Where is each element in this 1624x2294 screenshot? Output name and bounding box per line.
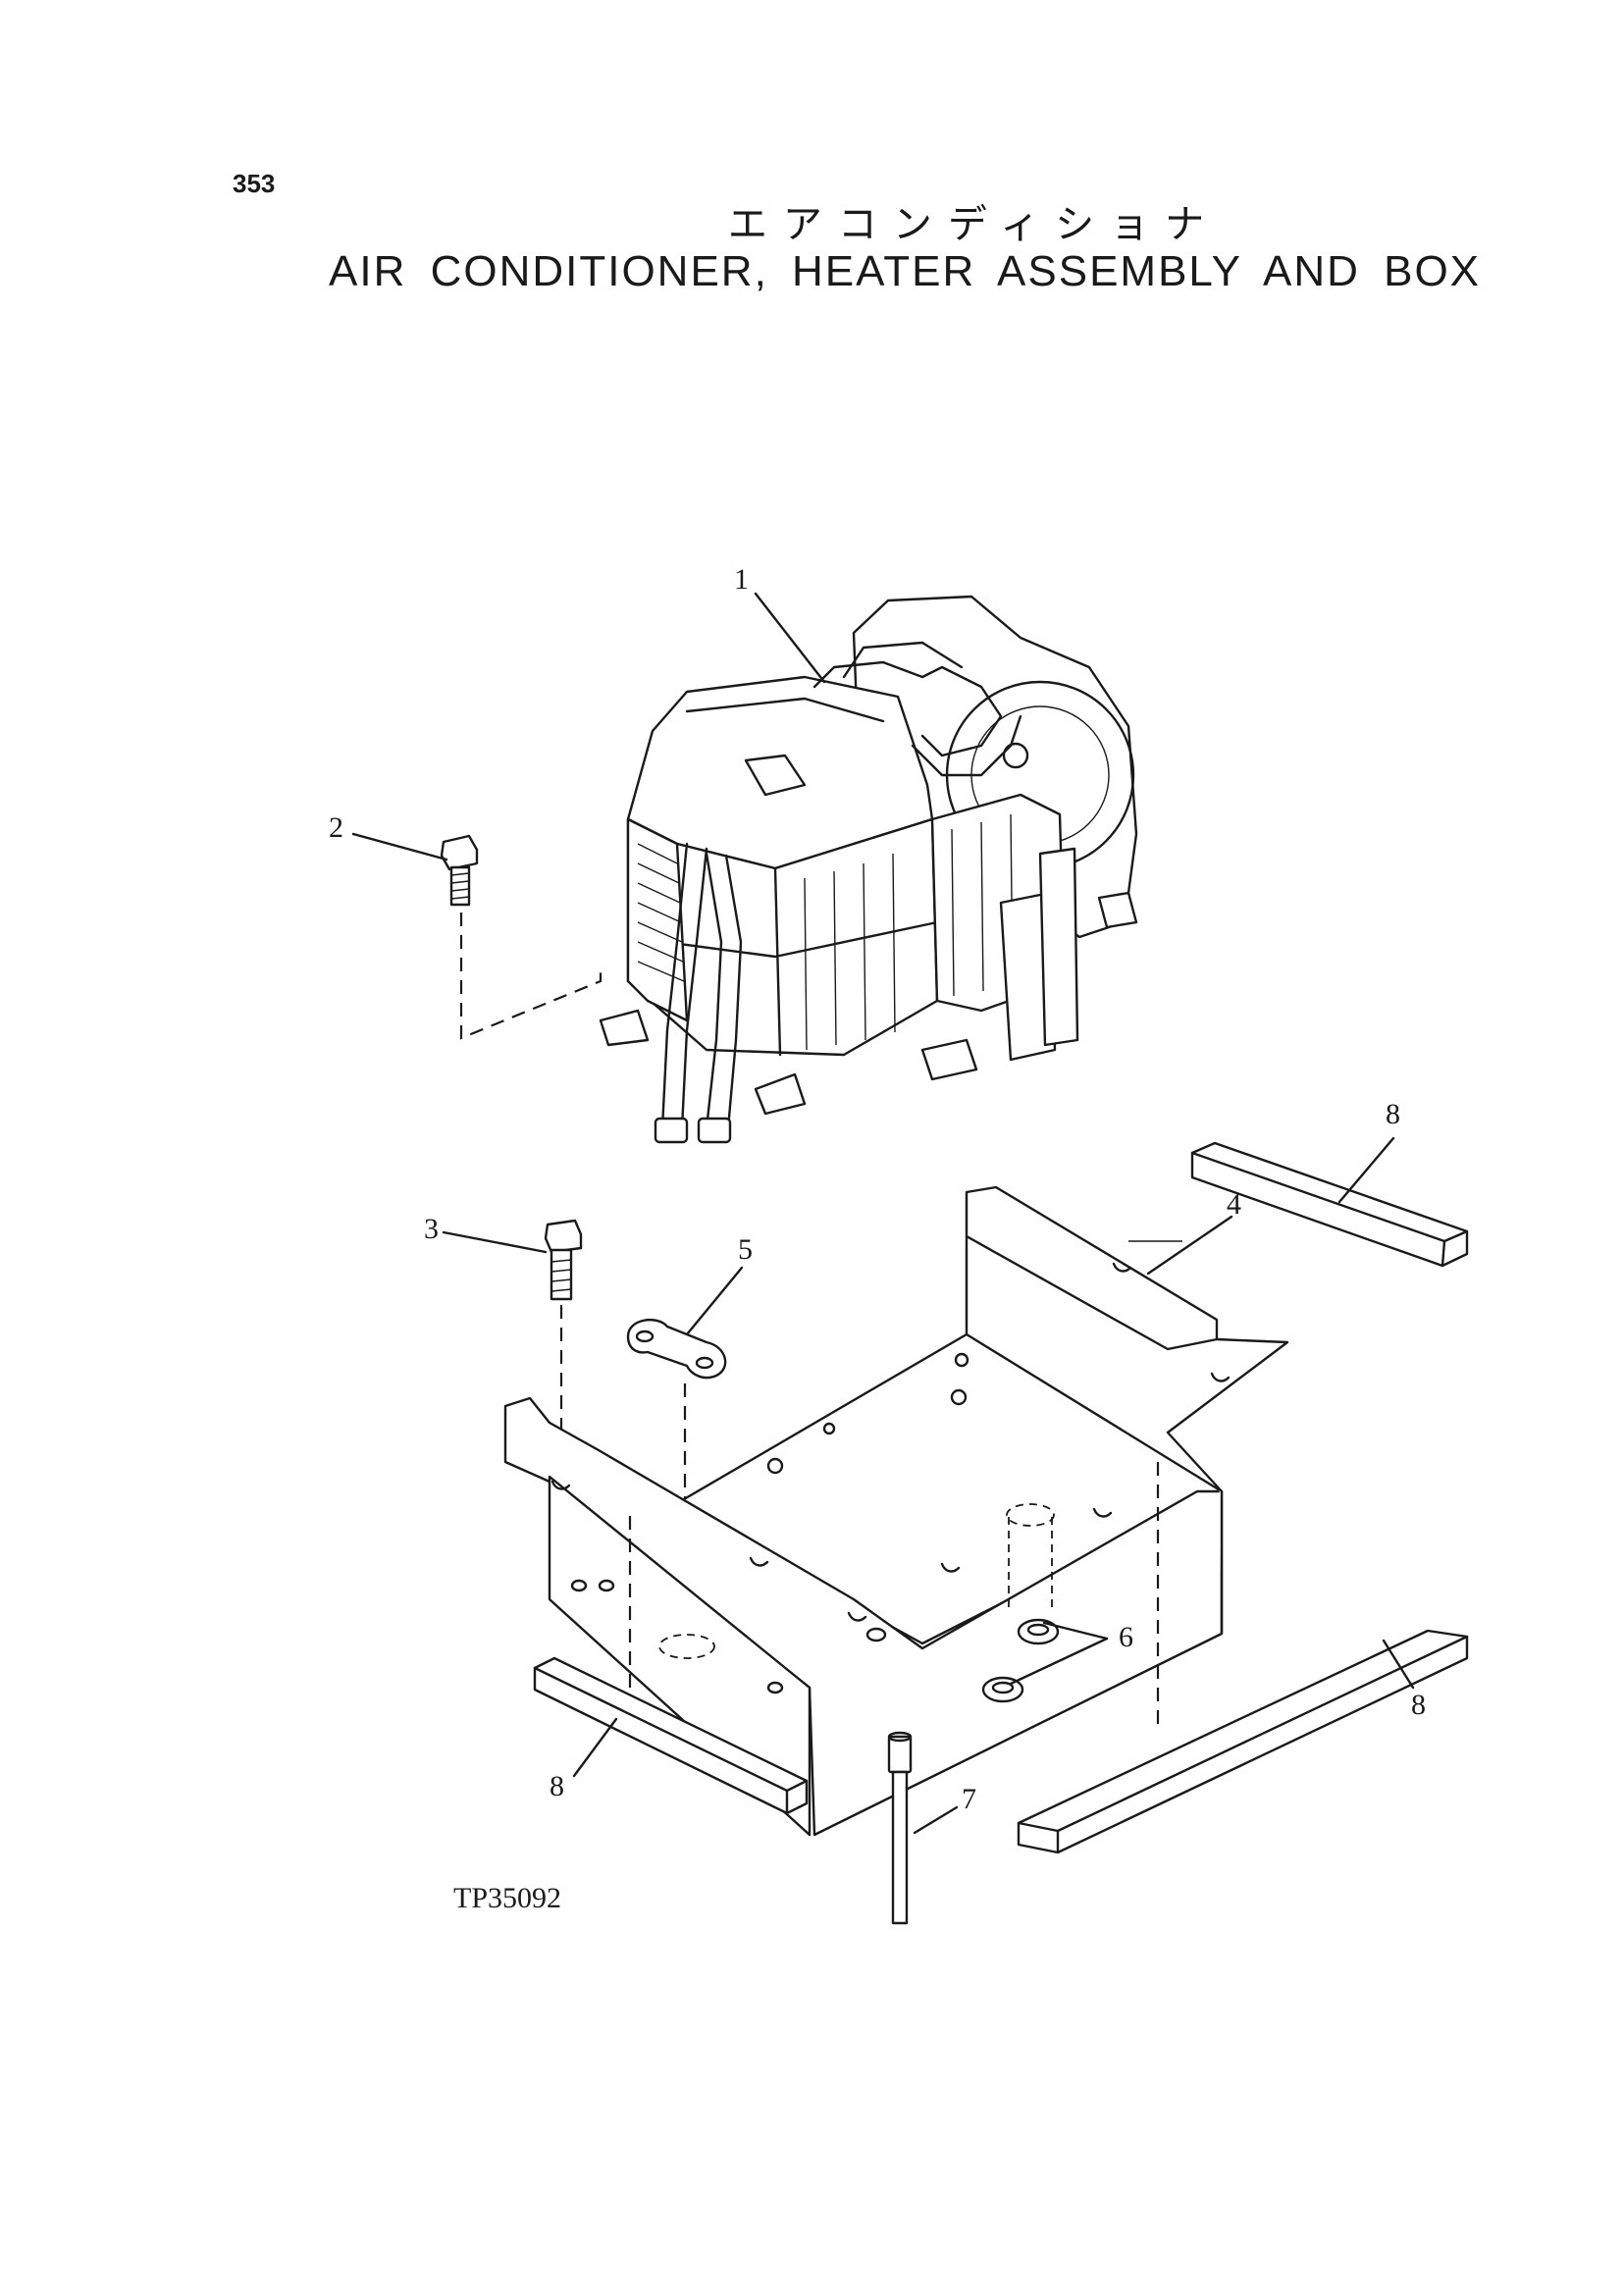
title-english: AIR CONDITIONER, HEATER ASSEMBLY AND BOX — [329, 247, 1482, 295]
callout-4: 4 — [1227, 1188, 1241, 1221]
callout-8-right: 8 — [1411, 1689, 1426, 1721]
callout-1: 1 — [734, 563, 749, 596]
callout-3: 3 — [424, 1213, 439, 1245]
page-number: 353 — [233, 169, 276, 198]
callout-5: 5 — [738, 1233, 753, 1266]
figure-code: TP35092 — [453, 1882, 562, 1914]
callout-6: 6 — [1119, 1621, 1133, 1653]
pin-part-7 — [887, 1731, 913, 1925]
callout-8-top: 8 — [1386, 1098, 1400, 1130]
bolt-part-3 — [544, 1219, 583, 1452]
callout-7: 7 — [962, 1783, 976, 1815]
air-conditioner-unit — [599, 595, 1138, 1144]
strip-part-8-left — [533, 1656, 809, 1815]
leader-lines — [351, 592, 1415, 1835]
box-part-4 — [503, 1185, 1289, 1837]
bolt-part-2 — [440, 834, 602, 1040]
title-japanese: エアコンディショナ — [727, 202, 1221, 247]
strip-part-8-right — [1017, 1629, 1469, 1854]
callout-8-left: 8 — [550, 1770, 564, 1802]
callout-2: 2 — [329, 811, 343, 844]
strip-part-8-top — [1190, 1141, 1469, 1268]
